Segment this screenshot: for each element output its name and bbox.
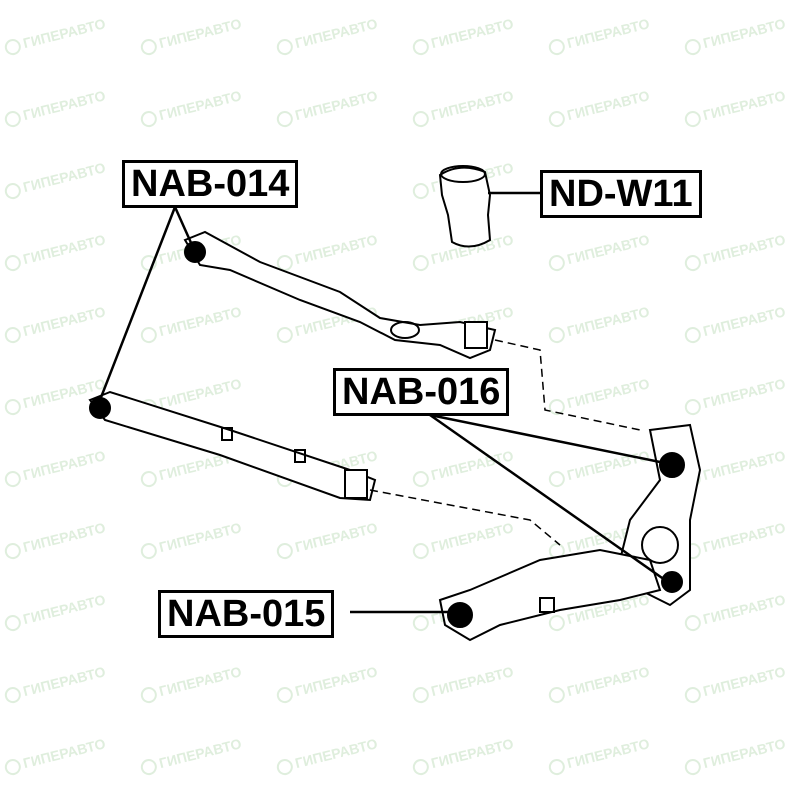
part-label-nd-w11: ND-W11 (540, 170, 702, 218)
bushing-lower-left (89, 397, 111, 419)
bump-stop (438, 166, 492, 248)
trailing-arm (438, 548, 662, 642)
bushing-trailing-arm (447, 602, 473, 628)
bushing-upper-left (184, 241, 206, 263)
part-label-nab-014: NAB-014 (122, 160, 299, 208)
leader-lines (98, 191, 666, 614)
part-label-nab-016: NAB-016 (333, 368, 510, 416)
part-label-nab-015: NAB-015 (158, 590, 335, 638)
bushing-knuckle-upper (659, 452, 685, 478)
bushing-knuckle-lower (661, 571, 683, 593)
upper-control-arm (183, 230, 497, 360)
